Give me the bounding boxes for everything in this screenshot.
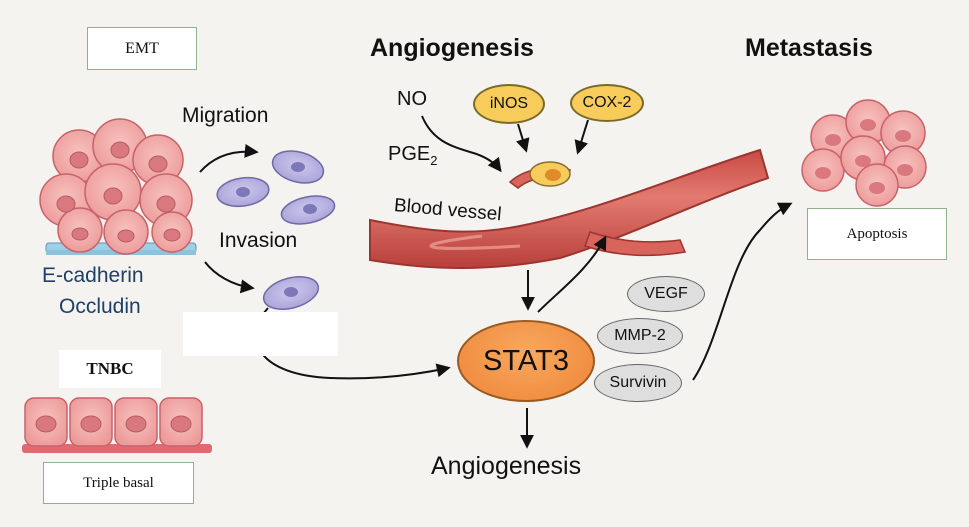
metastasis-nucleus — [897, 164, 913, 176]
cluster-nucleus — [148, 155, 168, 173]
cluster-nucleus — [117, 229, 135, 243]
signal-arrows — [421, 115, 793, 449]
inos-node: iNOS — [473, 84, 545, 124]
survivin-label: Survivin — [609, 374, 667, 391]
survivin-node: Survivin — [594, 364, 682, 402]
migrating-nucleus — [291, 162, 305, 172]
metastasis-nucleus — [860, 119, 876, 131]
stat3-to-metastasis-arrow — [692, 202, 793, 381]
no-pge2-arrow — [421, 115, 502, 173]
stat3-node: STAT3 — [457, 320, 595, 402]
blank-box — [183, 312, 338, 356]
no-label: NO — [397, 88, 427, 110]
cox2-label: COX-2 — [582, 94, 632, 111]
tnbc-cells — [22, 397, 212, 453]
emt-box: EMT — [87, 27, 197, 70]
cluster-nucleus — [103, 187, 123, 205]
vegf-label: VEGF — [644, 285, 688, 302]
triple-basal-box: Triple basal — [43, 462, 194, 504]
mmp2-label: MMP-2 — [614, 327, 666, 344]
angiogenesis-bottom-label: Angiogenesis — [431, 452, 582, 480]
pge2-subscript: 2 — [430, 153, 438, 168]
metastasis-cluster — [801, 99, 927, 207]
invading-nucleus — [284, 287, 298, 297]
invasion-arrow — [204, 261, 255, 294]
metastasis-nucleus — [855, 155, 871, 167]
tnbc-nucleus — [125, 415, 147, 433]
cox2-arrow — [574, 119, 589, 155]
tnbc-nucleus — [35, 415, 57, 433]
e-cadherin-label: E-cadherin — [42, 264, 144, 287]
cluster-nucleus — [69, 151, 89, 169]
stat3-label: STAT3 — [483, 344, 569, 377]
cluster-nucleus — [156, 195, 176, 213]
emt-label: EMT — [125, 39, 159, 57]
migration-arrow — [199, 143, 259, 173]
cox2-node: COX-2 — [570, 84, 644, 122]
triple-basal-label: Triple basal — [83, 474, 154, 491]
migration-label: Migration — [182, 104, 269, 127]
cluster-nucleus — [163, 228, 181, 242]
occludin-label: Occludin — [59, 295, 141, 318]
tnbc-label: TNBC — [86, 359, 134, 378]
epithelial-cell-cluster — [39, 118, 197, 255]
metastasis-nucleus — [825, 134, 841, 146]
cluster-nucleus — [71, 227, 89, 241]
migrating-nucleus — [236, 187, 250, 197]
metastasis-heading: Metastasis — [745, 34, 873, 62]
vessel-branch — [584, 231, 687, 257]
invasion-label: Invasion — [219, 229, 298, 252]
stat3-to-vessel-arrow — [537, 235, 607, 313]
blood-vessel-shape — [369, 148, 770, 269]
pge2-label: PGE2 — [388, 143, 437, 168]
metastasis-nucleus — [815, 167, 831, 179]
cluster-nucleus — [110, 141, 130, 159]
vessel-highlight — [429, 234, 521, 250]
apoptosis-label: Apoptosis — [846, 225, 908, 242]
endothelial-nucleus — [545, 169, 561, 181]
inos-arrow — [516, 123, 530, 153]
tnbc-nucleus — [80, 415, 102, 433]
cluster-nucleus — [56, 195, 76, 213]
tnbc-nucleus — [170, 415, 192, 433]
pge2-main: PGE — [388, 143, 431, 165]
apoptosis-box: Apoptosis — [807, 208, 947, 260]
inos-label: iNOS — [489, 95, 529, 112]
migrating-nucleus — [303, 204, 317, 214]
metastasis-nucleus — [895, 130, 911, 142]
metastasis-nucleus — [869, 182, 885, 194]
tnbc-membrane — [22, 444, 212, 453]
mmp2-node: MMP-2 — [597, 318, 683, 354]
angiogenesis-heading: Angiogenesis — [370, 34, 534, 62]
vegf-node: VEGF — [627, 276, 705, 312]
tnbc-box: TNBC — [59, 350, 161, 388]
